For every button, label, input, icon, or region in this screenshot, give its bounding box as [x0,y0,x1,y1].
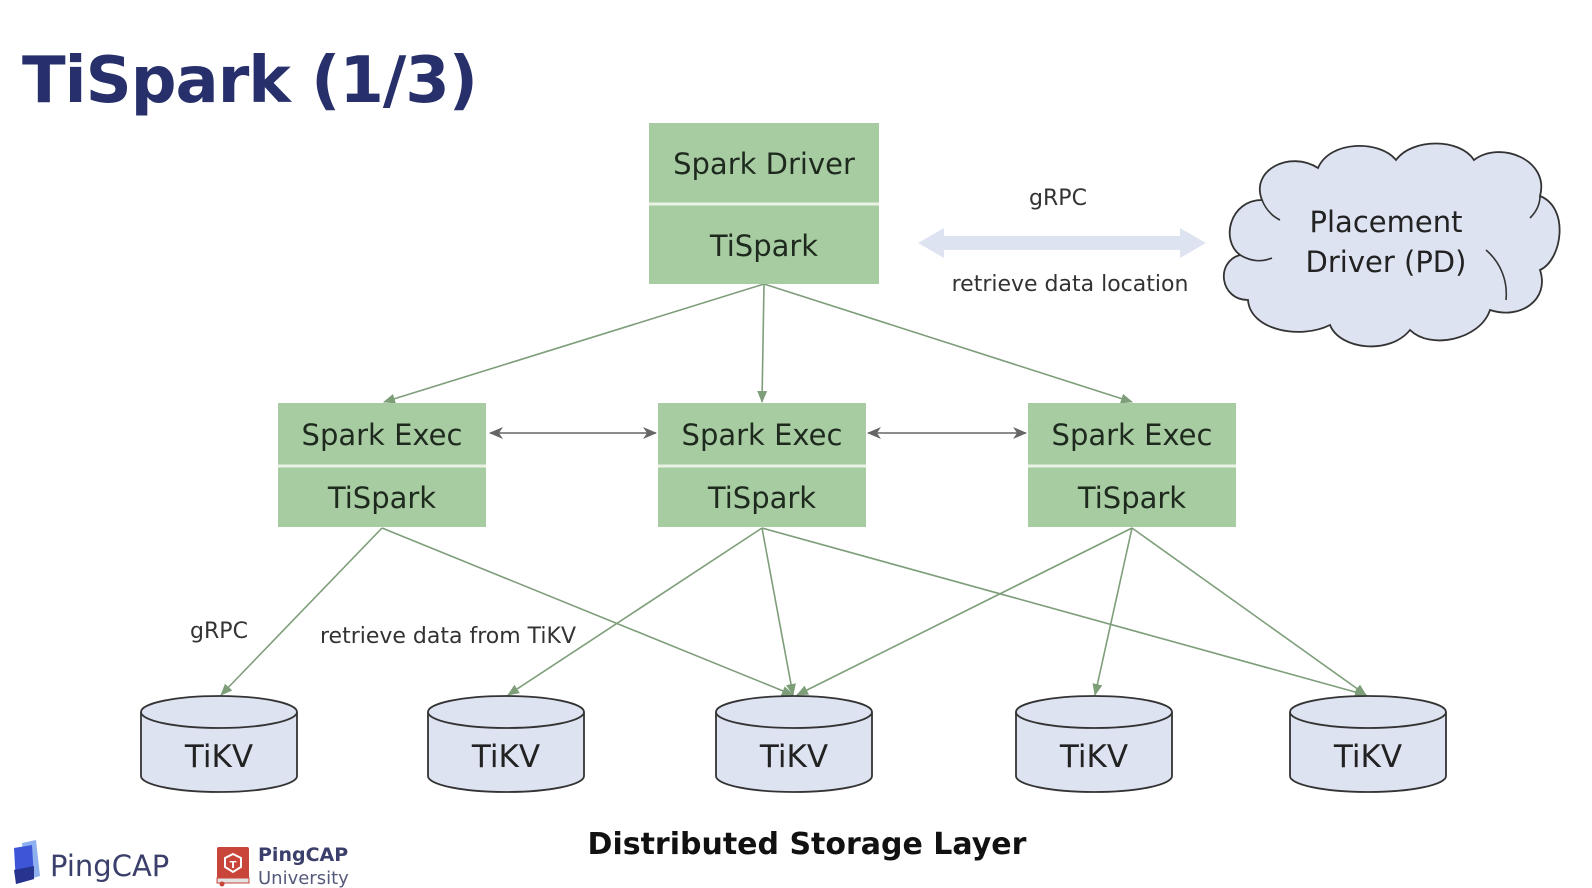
cylinder-top [427,695,585,729]
cylinder-top [715,695,873,729]
spark-driver-label: Spark Driver [673,147,855,181]
executor-tispark-label: TiSpark [707,481,816,515]
arrow-driver-exec-3 [763,283,1133,404]
cylinder-body [140,712,298,793]
cylinder-top [1015,695,1173,729]
executor-tispark-label: TiSpark [1077,481,1186,515]
arrow-exec3-tikv5 [1131,527,1367,696]
placement-driver-cloud: Placement Driver (PD) [1223,142,1561,348]
driver-to-executor-arrows [383,283,1133,404]
pd-label-line2: Driver (PD) [1306,245,1467,279]
spark-driver-node: Spark Driver TiSpark [649,123,879,284]
tikv-label: TiKV [1059,739,1128,775]
tikv-label: TiKV [759,739,828,775]
slide-title: TiSpark (1/3) [22,44,478,118]
tikv-storage-node: TiKV [427,695,585,793]
tikv-link-protocol-label: gRPC [190,619,248,644]
storage-layer-label: Distributed Storage Layer [588,827,1027,862]
tikv-label: TiKV [471,739,540,775]
cloud-inner-curve-1 [1239,254,1273,262]
cylinder-top [1289,695,1447,729]
pingcap-logo-text: PingCAP [50,849,169,883]
arrow-exec1-tikv3 [381,527,794,696]
executor-to-tikv-arrows [220,527,1367,697]
tikv-link-action-label: retrieve data from TiKV [320,624,576,649]
cloud-inner-curve-2 [1485,249,1508,301]
pd-label-line1: Placement [1310,205,1463,239]
executor-label: Spark Exec [682,418,843,452]
cloud-inner-curve-4 [1529,195,1541,219]
cylinder-body [1015,712,1173,793]
arrow-driver-exec-2 [757,283,768,403]
arrow-exec1-tikv1 [220,527,383,696]
university-logo-line1: PingCAP [258,844,348,866]
executor-label: Spark Exec [1052,418,1213,452]
cloud-shape [1223,142,1561,348]
cloud-inner-curve-3 [1261,199,1281,221]
pd-link-protocol-label: gRPC [1029,186,1087,211]
executor-tispark-label: TiSpark [327,481,436,515]
pd-link-action-label: retrieve data location [952,272,1189,297]
arrow-exec2-tikv3 [761,527,796,696]
arrow-exec3-tikv4 [1092,527,1133,696]
arrow-exec2-tikv5 [761,527,1367,697]
tikv-storage-node: TiKV [140,695,298,793]
tikv-storage-node: TiKV [715,695,873,793]
cylinder-top [140,695,298,729]
spark-executor-node: Spark Exec TiSpark [1028,403,1236,527]
pingcap-logo-icon [14,840,40,884]
tikv-label: TiKV [1333,739,1402,775]
tikv-label: TiKV [184,739,253,775]
tikv-storage-node: TiKV [1289,695,1447,793]
spark-executor-node: Spark Exec TiSpark [278,403,486,527]
pd-link: gRPC retrieve data location [918,186,1206,297]
cylinder-body [427,712,585,793]
pingcap-university-logo: T PingCAP University [216,844,349,888]
cylinder-body [715,712,873,793]
tikv-storage-node: TiKV [1015,695,1173,793]
cylinder-body [1289,712,1447,793]
spark-executor-node: Spark Exec TiSpark [658,403,866,527]
university-logo-line2: University [258,868,349,888]
grpc-double-arrow [918,228,1206,258]
arrow-driver-exec-1 [383,283,765,404]
university-book-icon: T [216,847,250,887]
arrow-exec2-tikv2 [507,527,763,696]
svg-text:T: T [230,860,237,871]
executor-label: Spark Exec [302,418,463,452]
arrow-exec3-tikv3 [796,527,1133,696]
pingcap-logo: PingCAP [14,840,169,884]
spark-driver-tispark-label: TiSpark [709,229,818,263]
